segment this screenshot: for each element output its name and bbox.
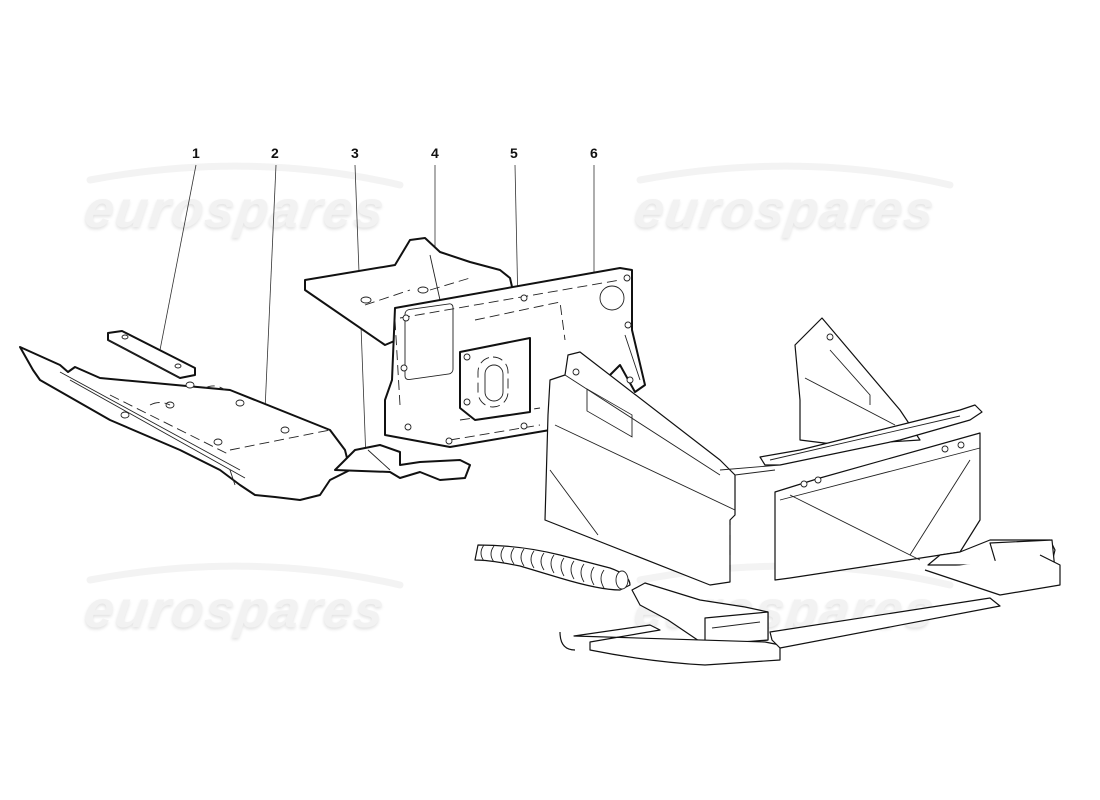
- callout-6: 6: [590, 145, 598, 161]
- access-cover-plate: [459, 337, 531, 421]
- callout-5: 5: [510, 145, 518, 161]
- rear-floor-tray: [304, 237, 516, 346]
- callout-1: 1: [192, 145, 200, 161]
- air-duct-right: [924, 539, 1061, 596]
- air-duct: [631, 582, 769, 646]
- floor-pan-left: [19, 346, 351, 501]
- callout-2: 2: [271, 145, 279, 161]
- undertray-panels: [559, 597, 1001, 666]
- small-floor-plate: [334, 444, 471, 481]
- front-frame-structure: [544, 317, 983, 586]
- corrugated-hose: [474, 544, 631, 591]
- callout-4: 4: [431, 145, 439, 161]
- bracket-strip: [107, 330, 196, 379]
- callout-3: 3: [351, 145, 359, 161]
